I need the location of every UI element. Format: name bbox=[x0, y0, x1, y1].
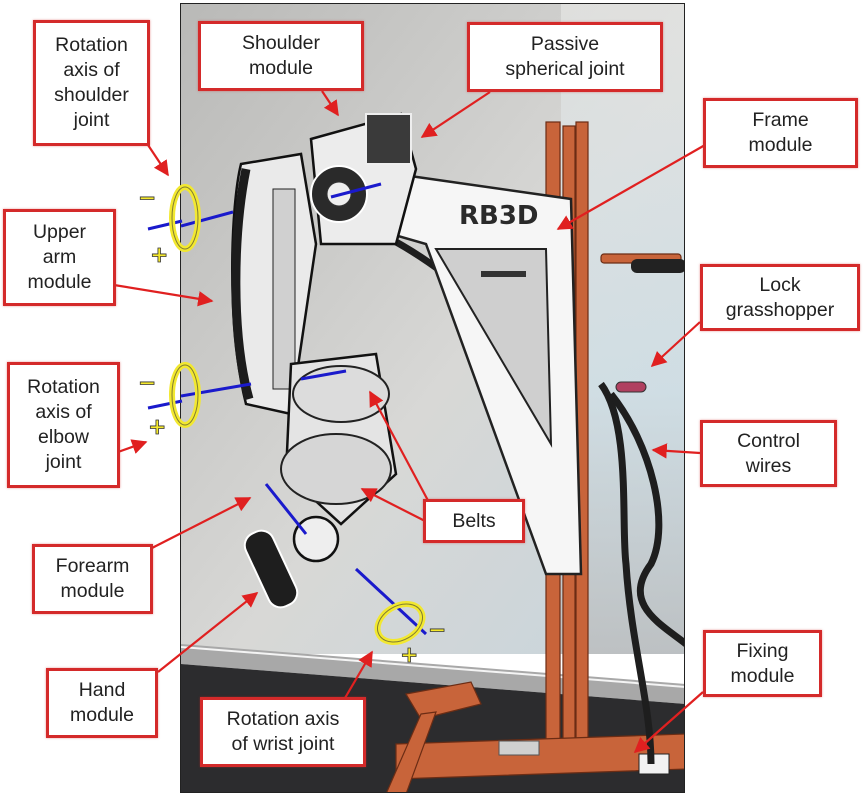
belt-lower bbox=[280, 433, 392, 505]
robot-illustration: RB3D bbox=[181, 4, 684, 792]
shoulder-module bbox=[309, 112, 418, 246]
hand-module bbox=[243, 515, 340, 609]
callout-hand: Hand module bbox=[46, 668, 158, 738]
minus-sign: − bbox=[138, 371, 156, 396]
robot-photo: RB3D bbox=[180, 3, 685, 793]
lock-handle bbox=[615, 381, 647, 393]
arrow-shoulder-axis bbox=[147, 144, 169, 177]
callout-fixing: Fixing module bbox=[703, 630, 822, 697]
callout-control-wires: Control wires bbox=[700, 420, 837, 487]
callout-wrist-axis: Rotation axis of wrist joint bbox=[200, 697, 366, 767]
callout-upper-arm: Upper arm module bbox=[3, 209, 116, 306]
callout-shoulder-axis: Rotation axis of shoulder joint bbox=[33, 20, 150, 146]
belt-upper bbox=[292, 365, 390, 423]
callout-elbow-axis: Rotation axis of elbow joint bbox=[7, 362, 120, 488]
callout-lock-grasshopper: Lock grasshopper bbox=[700, 264, 860, 331]
callout-passive-joint: Passive spherical joint bbox=[467, 22, 663, 92]
plus-sign: + bbox=[150, 243, 168, 268]
plus-sign: + bbox=[148, 415, 166, 440]
arrow-elbow-axis bbox=[117, 439, 148, 454]
rb3d-logo: RB3D bbox=[459, 201, 539, 231]
upper-arm-module bbox=[231, 152, 318, 416]
callout-forearm: Forearm module bbox=[32, 544, 153, 614]
frame-plate: RB3D bbox=[389, 172, 583, 576]
callout-shoulder-module: Shoulder module bbox=[198, 21, 364, 91]
minus-sign: − bbox=[138, 186, 156, 211]
callout-belts: Belts bbox=[423, 499, 525, 543]
callout-frame-module: Frame module bbox=[703, 98, 858, 168]
